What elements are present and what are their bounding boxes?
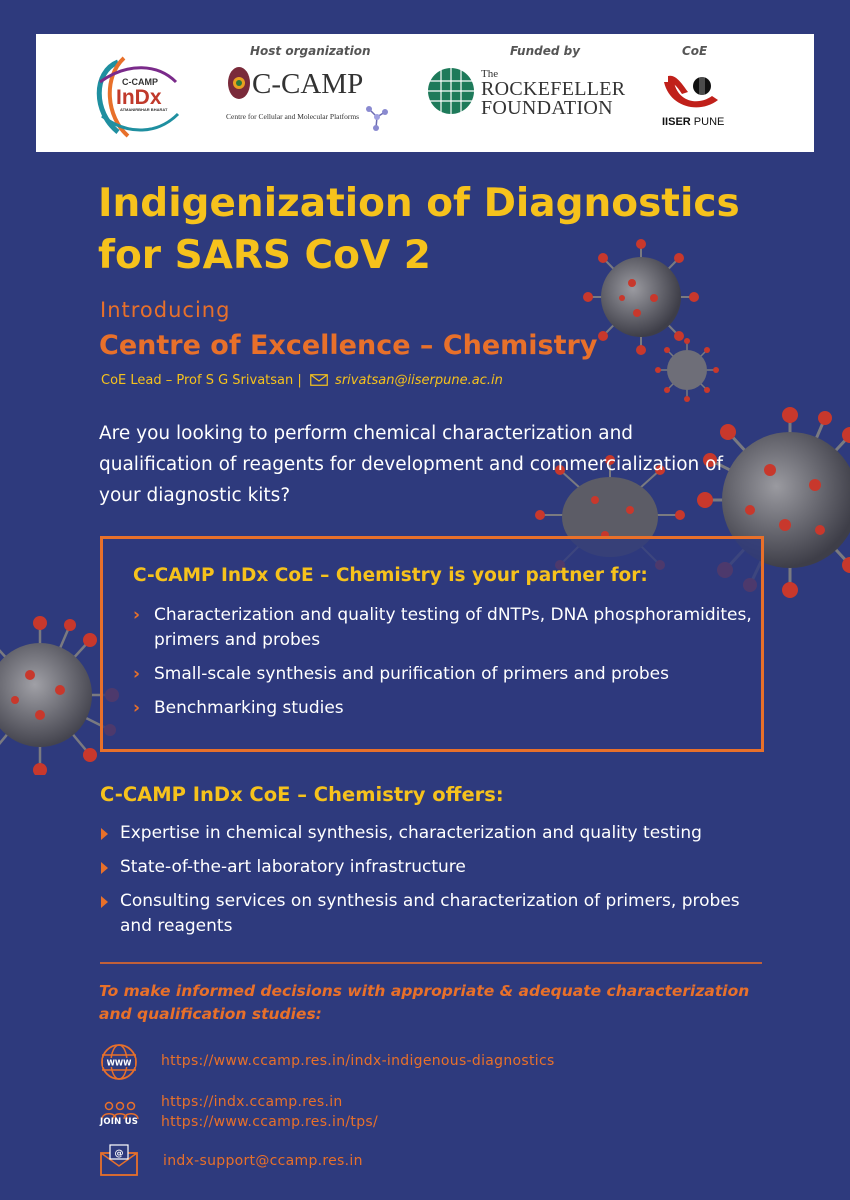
triangle-bullet-icon [101,896,108,908]
join-us-label: JOIN US [100,1117,139,1127]
coe-lead-line: CoE Lead – Prof S G Srivatsan | srivatsa… [101,373,503,388]
rockefeller-name-line1: ROCKEFELLER [481,78,626,100]
offers-heading: C-CAMP InDx CoE – Chemistry offers: [100,783,504,806]
molecule-icon [366,106,388,131]
coe-caption: CoE [682,44,708,58]
virus-small-right-image [655,338,719,402]
logo-header-bar: Host organization Funded by CoE C-CAMP I… [36,34,814,152]
offers-item-text: Expertise in chemical synthesis, charact… [120,823,702,843]
virus-left-image [0,616,119,775]
decision-text: To make informed decisions with appropri… [99,982,750,1023]
indx-portal-link[interactable]: https://indx.ccamp.res.in [161,1094,343,1110]
indx-logo-top-text: C-CAMP [122,77,158,87]
coe-lead-email[interactable]: srivatsan@iiserpune.ac.in [335,373,503,388]
partner-item-text: Benchmarking studies [154,698,344,718]
people-group-icon [101,1101,139,1120]
svg-text:@: @ [115,1149,124,1159]
offers-list-item: State-of-the-art laboratory infrastructu… [101,855,771,880]
funded-by-caption: Funded by [510,44,581,58]
intro-question: Are you looking to perform chemical char… [99,423,723,506]
partner-list-item: › Benchmarking studies [133,696,753,721]
rockefeller-the-text: The [481,68,499,80]
iiser-text-bold: IISER [662,116,691,128]
support-email-link[interactable]: indx-support@ccamp.res.in [163,1153,363,1169]
partner-list: › Characterization and quality testing of… [133,603,753,730]
www-label: WWW [107,1059,133,1068]
globe-www-icon: WWW [101,1044,137,1080]
envelope-icon [310,374,328,386]
offers-list-item: Expertise in chemical synthesis, charact… [101,821,771,846]
offers-item-text: Consulting services on synthesis and cha… [120,891,740,936]
chevron-right-icon: › [133,698,141,718]
offers-list: Expertise in chemical synthesis, charact… [101,821,771,948]
partner-list-item: › Small-scale synthesis and purification … [133,662,753,687]
iiser-pune-logo: IISER PUNE [654,70,734,134]
offers-list-item: Consulting services on synthesis and cha… [101,889,771,939]
iiser-pune-text: IISER PUNE [662,116,724,128]
tps-link[interactable]: https://www.ccamp.res.in/tps/ [161,1114,379,1130]
virus-top-right-image [583,239,699,355]
ccamp-tagline: Centre for Cellular and Molecular Platfo… [226,112,360,121]
coe-title: Centre of Excellence – Chemistry [99,330,598,361]
rockefeller-globe-icon [428,68,474,114]
chevron-right-icon: › [133,664,141,684]
indx-logo-main-text: InDx [116,86,162,109]
triangle-bullet-icon [101,862,108,874]
ccamp-emblem-icon [228,67,250,99]
page-title: Indigenization of Diagnostics for SARS C… [98,181,740,278]
introducing-label: Introducing [100,298,231,322]
virus-large-right-image [697,407,850,598]
host-organization-caption: Host organization [250,44,371,58]
partner-heading: C-CAMP InDx CoE – Chemistry is your part… [133,565,648,586]
chevron-right-icon: › [133,605,141,625]
section-divider [100,962,762,964]
offers-item-text: State-of-the-art laboratory infrastructu… [120,857,466,877]
triangle-bullet-icon [101,828,108,840]
email-at-icon: @ [100,1144,138,1176]
iiser-emblem-icon [664,75,718,108]
iiser-text-rest: PUNE [690,116,725,128]
rockefeller-name-line2: FOUNDATION [481,97,613,119]
ccamp-logo-text: C-CAMP [252,68,364,100]
partner-list-item: › Characterization and quality testing of… [133,603,753,653]
partner-item-text: Characterization and quality testing of … [154,605,752,650]
partner-item-text: Small-scale synthesis and purification o… [154,664,669,684]
rockefeller-foundation-logo: The ROCKEFELLER FOUNDATION [426,64,626,124]
coe-lead-text: CoE Lead – Prof S G Srivatsan | [101,373,302,388]
ccamp-indx-logo: C-CAMP InDx ATMANIRBHAR BHARAT [96,56,180,138]
website-link[interactable]: https://www.ccamp.res.in/indx-indigenous… [161,1053,555,1069]
indx-logo-sub-text: ATMANIRBHAR BHARAT [120,107,168,112]
ccamp-logo: C-CAMP Centre for Cellular and Molecular… [226,64,388,134]
partner-box: C-CAMP InDx CoE – Chemistry is your part… [100,536,764,752]
